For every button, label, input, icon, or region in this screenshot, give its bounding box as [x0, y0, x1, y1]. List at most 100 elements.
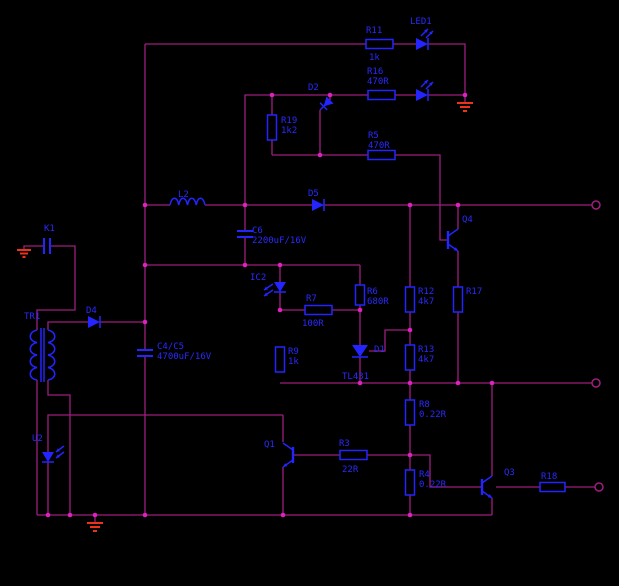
junction: [67, 512, 73, 518]
junction: [142, 319, 148, 325]
resistor-r17[interactable]: R17: [452, 286, 483, 313]
output-terminal[interactable]: [591, 200, 601, 210]
ground-symbol[interactable]: [17, 249, 31, 258]
inductor-l2[interactable]: L2: [169, 190, 206, 206]
r13-value: 4k7: [418, 355, 434, 365]
d1-value: TL431: [342, 372, 369, 382]
r13-label: R13: [418, 345, 434, 355]
wire[interactable]: [23, 43, 595, 523]
q1-label: Q1: [264, 440, 275, 450]
transistor-q3[interactable]: Q3: [480, 468, 515, 499]
resistor-r9[interactable]: R9 1k: [274, 346, 300, 373]
d4-label: D4: [86, 306, 97, 316]
k1-label: K1: [44, 224, 55, 234]
resistor-r6[interactable]: R6 680R: [354, 284, 390, 307]
junction: [407, 327, 413, 333]
capacitor-c6[interactable]: C6 2200uF/16V: [237, 226, 307, 246]
r3-value: 22R: [342, 465, 359, 475]
junction: [142, 262, 148, 268]
shunt-regulator-d1[interactable]: D1 TL431: [342, 345, 385, 382]
output-terminal[interactable]: [591, 378, 601, 388]
junction: [357, 380, 363, 386]
junction: [455, 380, 461, 386]
junction: [277, 307, 283, 313]
d2-label: D2: [308, 83, 319, 93]
r12-value: 4k7: [418, 297, 434, 307]
resistor-r13[interactable]: R13 4k7: [404, 344, 435, 371]
d5-label: D5: [308, 189, 319, 199]
led1-label: LED1: [410, 17, 432, 27]
tr1-label: TR1: [24, 312, 40, 322]
junction: [407, 512, 413, 518]
led2-diode[interactable]: [416, 79, 434, 101]
resistor-r11[interactable]: R11 1k: [365, 26, 394, 63]
r7-label: R7: [306, 294, 317, 304]
ground-symbol[interactable]: [87, 522, 103, 532]
optocoupler-u2[interactable]: U2: [32, 434, 65, 463]
resistor-r18[interactable]: R18: [539, 472, 566, 493]
junction: [327, 92, 333, 98]
junction: [455, 202, 461, 208]
junction: [142, 512, 148, 518]
u2-label: U2: [32, 434, 43, 444]
c4c5-label: C4/C5: [157, 342, 184, 352]
r16-label: R16: [367, 67, 383, 77]
r16-value: 470R: [367, 77, 389, 87]
ic2-label: IC2: [250, 273, 266, 283]
junction: [407, 452, 413, 458]
c6-label: C6: [252, 226, 263, 236]
r17-label: R17: [466, 287, 482, 297]
transformer-tr1[interactable]: TR1: [24, 312, 56, 382]
junction: [277, 262, 283, 268]
junction: [357, 307, 363, 313]
junction: [45, 512, 51, 518]
r11-value: 1k: [369, 53, 380, 63]
r9-label: R9: [288, 347, 299, 357]
wire-nets[interactable]: [23, 43, 595, 523]
diode-d4[interactable]: D4: [86, 306, 101, 328]
c4c5-value: 4700uF/16V: [157, 352, 212, 362]
r19-label: R19: [281, 116, 297, 126]
transistor-q1[interactable]: Q1: [264, 440, 295, 468]
resistor-r7[interactable]: R7 100R: [302, 294, 333, 329]
r18-label: R18: [541, 472, 557, 482]
r4-value: 0.22R: [419, 480, 447, 490]
junction: [489, 380, 495, 386]
r5-value: 470R: [368, 141, 390, 151]
output-terminal[interactable]: [594, 482, 604, 492]
r6-value: 680R: [367, 297, 389, 307]
ground-symbol[interactable]: [457, 102, 473, 112]
resistor-r8[interactable]: R8 0.22R: [404, 399, 447, 426]
r7-value: 100R: [302, 319, 324, 329]
junction: [92, 512, 98, 518]
connector-k1[interactable]: K1: [43, 224, 55, 254]
r5-label: R5: [368, 131, 379, 141]
resistor-r12[interactable]: R12 4k7: [404, 286, 435, 313]
transistor-q4[interactable]: Q4: [446, 215, 473, 252]
junction: [407, 380, 413, 386]
junction: [317, 152, 323, 158]
optocoupler-ic2[interactable]: IC2: [250, 273, 286, 297]
resistor-r5[interactable]: R5 470R: [367, 131, 396, 161]
led1-diode[interactable]: LED1: [410, 17, 434, 50]
q4-label: Q4: [462, 215, 473, 225]
resistor-r3[interactable]: R3 22R: [339, 439, 368, 475]
junction-dots: [45, 92, 495, 518]
c6-value: 2200uF/16V: [252, 236, 307, 246]
diode-d2[interactable]: D2: [308, 83, 334, 113]
r8-value: 0.22R: [419, 410, 447, 420]
resistor-r4[interactable]: R4 0.22R: [404, 469, 447, 496]
junction: [242, 262, 248, 268]
r8-label: R8: [419, 400, 430, 410]
capacitor-c4c5[interactable]: C4/C5 4700uF/16V: [137, 342, 212, 362]
r3-label: R3: [339, 439, 350, 449]
diode-d5[interactable]: D5: [308, 189, 325, 211]
r12-label: R12: [418, 287, 434, 297]
r11-label: R11: [366, 26, 382, 36]
l2-label: L2: [178, 190, 189, 200]
resistor-r19[interactable]: R19 1k2: [266, 114, 298, 141]
junction: [462, 92, 468, 98]
resistor-r16[interactable]: R16 470R: [367, 67, 396, 101]
